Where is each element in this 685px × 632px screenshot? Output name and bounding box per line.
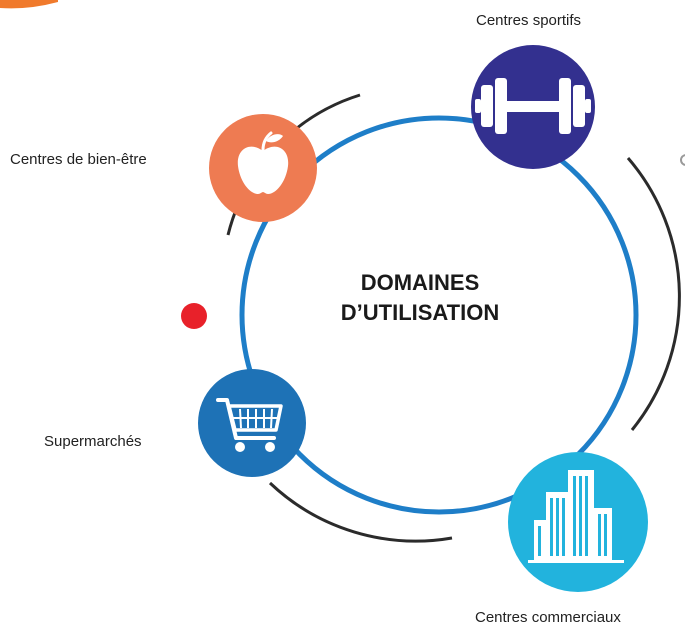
center-title-line-1: DOMAINES [360, 270, 480, 295]
shopping-cart-icon [216, 398, 283, 452]
node-centres-commerciaux [508, 452, 648, 592]
label-centres-sportifs: Centres sportifs [476, 12, 582, 29]
node-centres-sportifs [471, 45, 595, 169]
label-centres-bien-etre: Centres de bien-être [10, 151, 147, 168]
edge-mark [680, 154, 685, 166]
outer-arc-right [626, 157, 681, 431]
main-ring [239, 115, 639, 515]
outer-arc-bottom [268, 481, 453, 543]
dumbbell-icon [475, 78, 591, 134]
buildings-icon [528, 470, 624, 563]
orange-accent-stroke [0, 0, 58, 9]
label-supermarches: Supermarchés [44, 433, 142, 450]
label-centres-commerciaux: Centres commerciaux [475, 609, 621, 626]
node-supermarches [198, 369, 306, 477]
red-dot [181, 303, 207, 329]
node-centres-bien-etre [209, 114, 317, 222]
center-title: DOMAINES D’UTILISATION [320, 268, 520, 328]
apple-icon [237, 131, 289, 194]
center-title-line-2: D’UTILISATION [340, 300, 500, 325]
